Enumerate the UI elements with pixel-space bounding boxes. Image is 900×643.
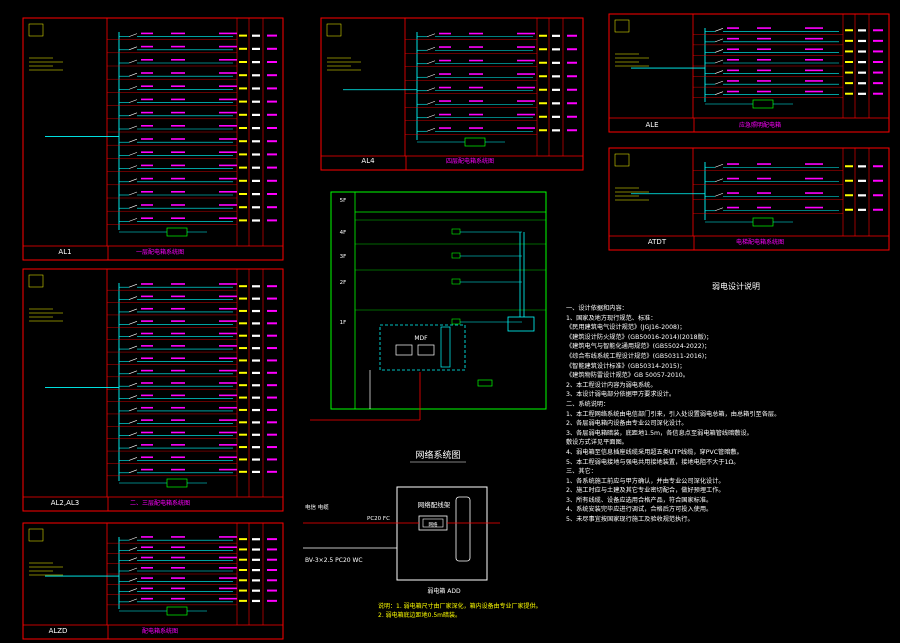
network-note-1: 说明：1. 弱电箱尺寸由厂家深化，箱内设备由专业厂家提供。	[378, 603, 542, 610]
floor-label-4F: 4F	[340, 230, 347, 236]
design-note-line: 一、设计依据和内容：	[566, 305, 628, 312]
design-note-line: 《建筑物防雷设计规范》GB 50057-2010。	[566, 372, 689, 380]
design-note-line: 3、各层弱电箱暗装，底距地1.5m，各信息点至弱电箱管线暗敷设。	[566, 429, 753, 437]
design-note-line: 《智能建筑设计标准》(GB50314-2015)；	[566, 362, 686, 370]
design-note-line: 1、本工程网络系统由电信部门引来，引入处设置弱电总箱，由总箱引至各层。	[566, 410, 781, 418]
design-notes-title: 弱电设计说明	[712, 282, 760, 291]
design-note-line: 三、其它：	[566, 468, 597, 476]
design-note-line: 《综合布线系统工程设计规范》(GB50311-2016)；	[566, 352, 711, 360]
al23-panel-name: 二、三层配电箱系统图	[130, 499, 190, 507]
floor-label-5F: 5F	[340, 198, 347, 204]
network-floor-rows: 5F 4F 3F 2F 1F	[340, 198, 546, 326]
panel-frames	[22, 13, 890, 640]
al1-frame	[22, 17, 284, 261]
network-module-label: 网络	[429, 521, 438, 528]
design-note-line: 2、本工程设计内容为弱电系统。	[566, 381, 657, 389]
panel-schedules	[23, 14, 889, 639]
design-note-line: 敷设方式详见平面图。	[566, 439, 628, 447]
floor-outlet	[451, 278, 461, 285]
design-note-line: 2、各层弱电箱内设备由专业公司深化设计。	[566, 420, 688, 428]
design-note-line: 二、系统说明：	[566, 400, 610, 408]
floor-outlet	[451, 318, 461, 325]
design-note-line: 2、施工时应与土建及其它专业密切配合，做好预埋工作。	[566, 487, 725, 495]
atdt-panel-id: ATDT	[648, 238, 667, 246]
design-note-line: 4、弱电箱至信息插座线缆采用超五类UTP线缆，穿PVC管暗敷。	[566, 448, 743, 456]
network-system-diagram: 5F 4F 3F 2F 1F MDF 网络系统图 网络配线架 网络 电信 电缆 PC20…	[303, 191, 547, 595]
design-note-line: 《建筑设计防火规范》(GB50016-2014)(2018版)；	[566, 333, 713, 341]
mdf-label: MDF	[414, 335, 428, 342]
al1-panel-name: 一层配电箱系统图	[136, 248, 184, 256]
al1-schedule	[23, 18, 283, 260]
telecom-cable-label: 电信 电缆	[305, 503, 329, 511]
ale-panel-name: 应急照明配电箱	[739, 121, 781, 129]
design-note-line: 1、各系统施工前应与甲方确认，并由专业公司深化设计。	[566, 477, 725, 485]
design-note-line: 《民用建筑电气设计规范》(JGJ16-2008)；	[566, 324, 686, 332]
weak-current-box	[396, 486, 488, 581]
design-note-line: 1、国家及地方现行规范、标准：	[566, 314, 657, 322]
floor-label-2F: 2F	[340, 280, 347, 286]
ale-panel-id: ALE	[645, 121, 658, 129]
network-diagram-title: 网络系统图	[415, 449, 460, 461]
design-note-line: 4、系统安装完毕应进行调试，合格后方可投入使用。	[566, 506, 713, 514]
floor-label-1F: 1F	[340, 320, 347, 326]
atdt-panel-name: 电梯配电箱系统图	[736, 238, 784, 246]
al4-frame	[320, 17, 584, 171]
al4-schedule	[321, 18, 583, 170]
design-note-line: 3、所有线缆、设备应选用合格产品，符合国家标准。	[566, 496, 713, 504]
ale-frame	[608, 13, 890, 133]
design-note-line: 《建筑电气与智能化通用规范》(GB55024-2022)；	[566, 343, 711, 351]
mdf-cabinet-outline	[379, 324, 466, 371]
weak-box-caption: 弱电箱 ADD	[427, 587, 461, 595]
mdf-switch-1	[395, 344, 413, 356]
al23-schedule	[23, 269, 283, 511]
power-strip	[455, 496, 471, 562]
network-note-2: 2. 弱电箱底边距地0.5m暗装。	[378, 612, 462, 619]
design-note-line: 5、本工程弱电接地与强电共用接地装置，接地电阻不大于1Ω。	[566, 458, 740, 466]
telecom-conduit-label: PC20 FC	[367, 516, 390, 522]
network-module-inner	[422, 518, 444, 528]
alzd-schedule	[23, 523, 283, 639]
al4-panel-id: AL4	[361, 157, 375, 165]
floor-outlet	[451, 228, 461, 235]
alzd-frame	[22, 522, 284, 640]
alzd-panel-id: ALZD	[49, 627, 68, 635]
network-notes: 说明：1. 弱电箱尺寸由厂家深化，箱内设备由专业厂家提供。 2. 弱电箱底边距地…	[378, 602, 558, 620]
network-frame	[330, 191, 547, 410]
ale-schedule	[609, 14, 889, 132]
alzd-panel-name: 配电箱系统图	[142, 627, 178, 635]
design-note-line: 3、本设计弱电部分依据甲方要求设计。	[566, 391, 676, 399]
mdf-switch-2	[417, 344, 435, 356]
al23-frame	[22, 268, 284, 512]
al4-panel-name: 四层配电箱系统图	[446, 157, 494, 165]
patch-frame-title: 网络配线架	[418, 500, 451, 509]
atdt-schedule	[609, 148, 889, 250]
design-notes: 弱电设计说明 一、设计依据和内容： 1、国家及地方现行规范、标准： 《民用建筑电…	[566, 282, 886, 525]
floor-outlet	[451, 252, 461, 259]
power-cable-label: BV-3×2.5 PC20 WC	[305, 557, 363, 564]
design-note-line: 5、未尽事宜按国家现行施工及验收规范执行。	[566, 516, 694, 524]
al23-panel-id: AL2,AL3	[51, 499, 80, 507]
al1-panel-id: AL1	[58, 248, 71, 256]
mdf-patch-panel	[440, 326, 451, 368]
floor-label-3F: 3F	[340, 254, 347, 260]
network-device-top	[507, 316, 535, 332]
atdt-frame	[608, 147, 890, 251]
